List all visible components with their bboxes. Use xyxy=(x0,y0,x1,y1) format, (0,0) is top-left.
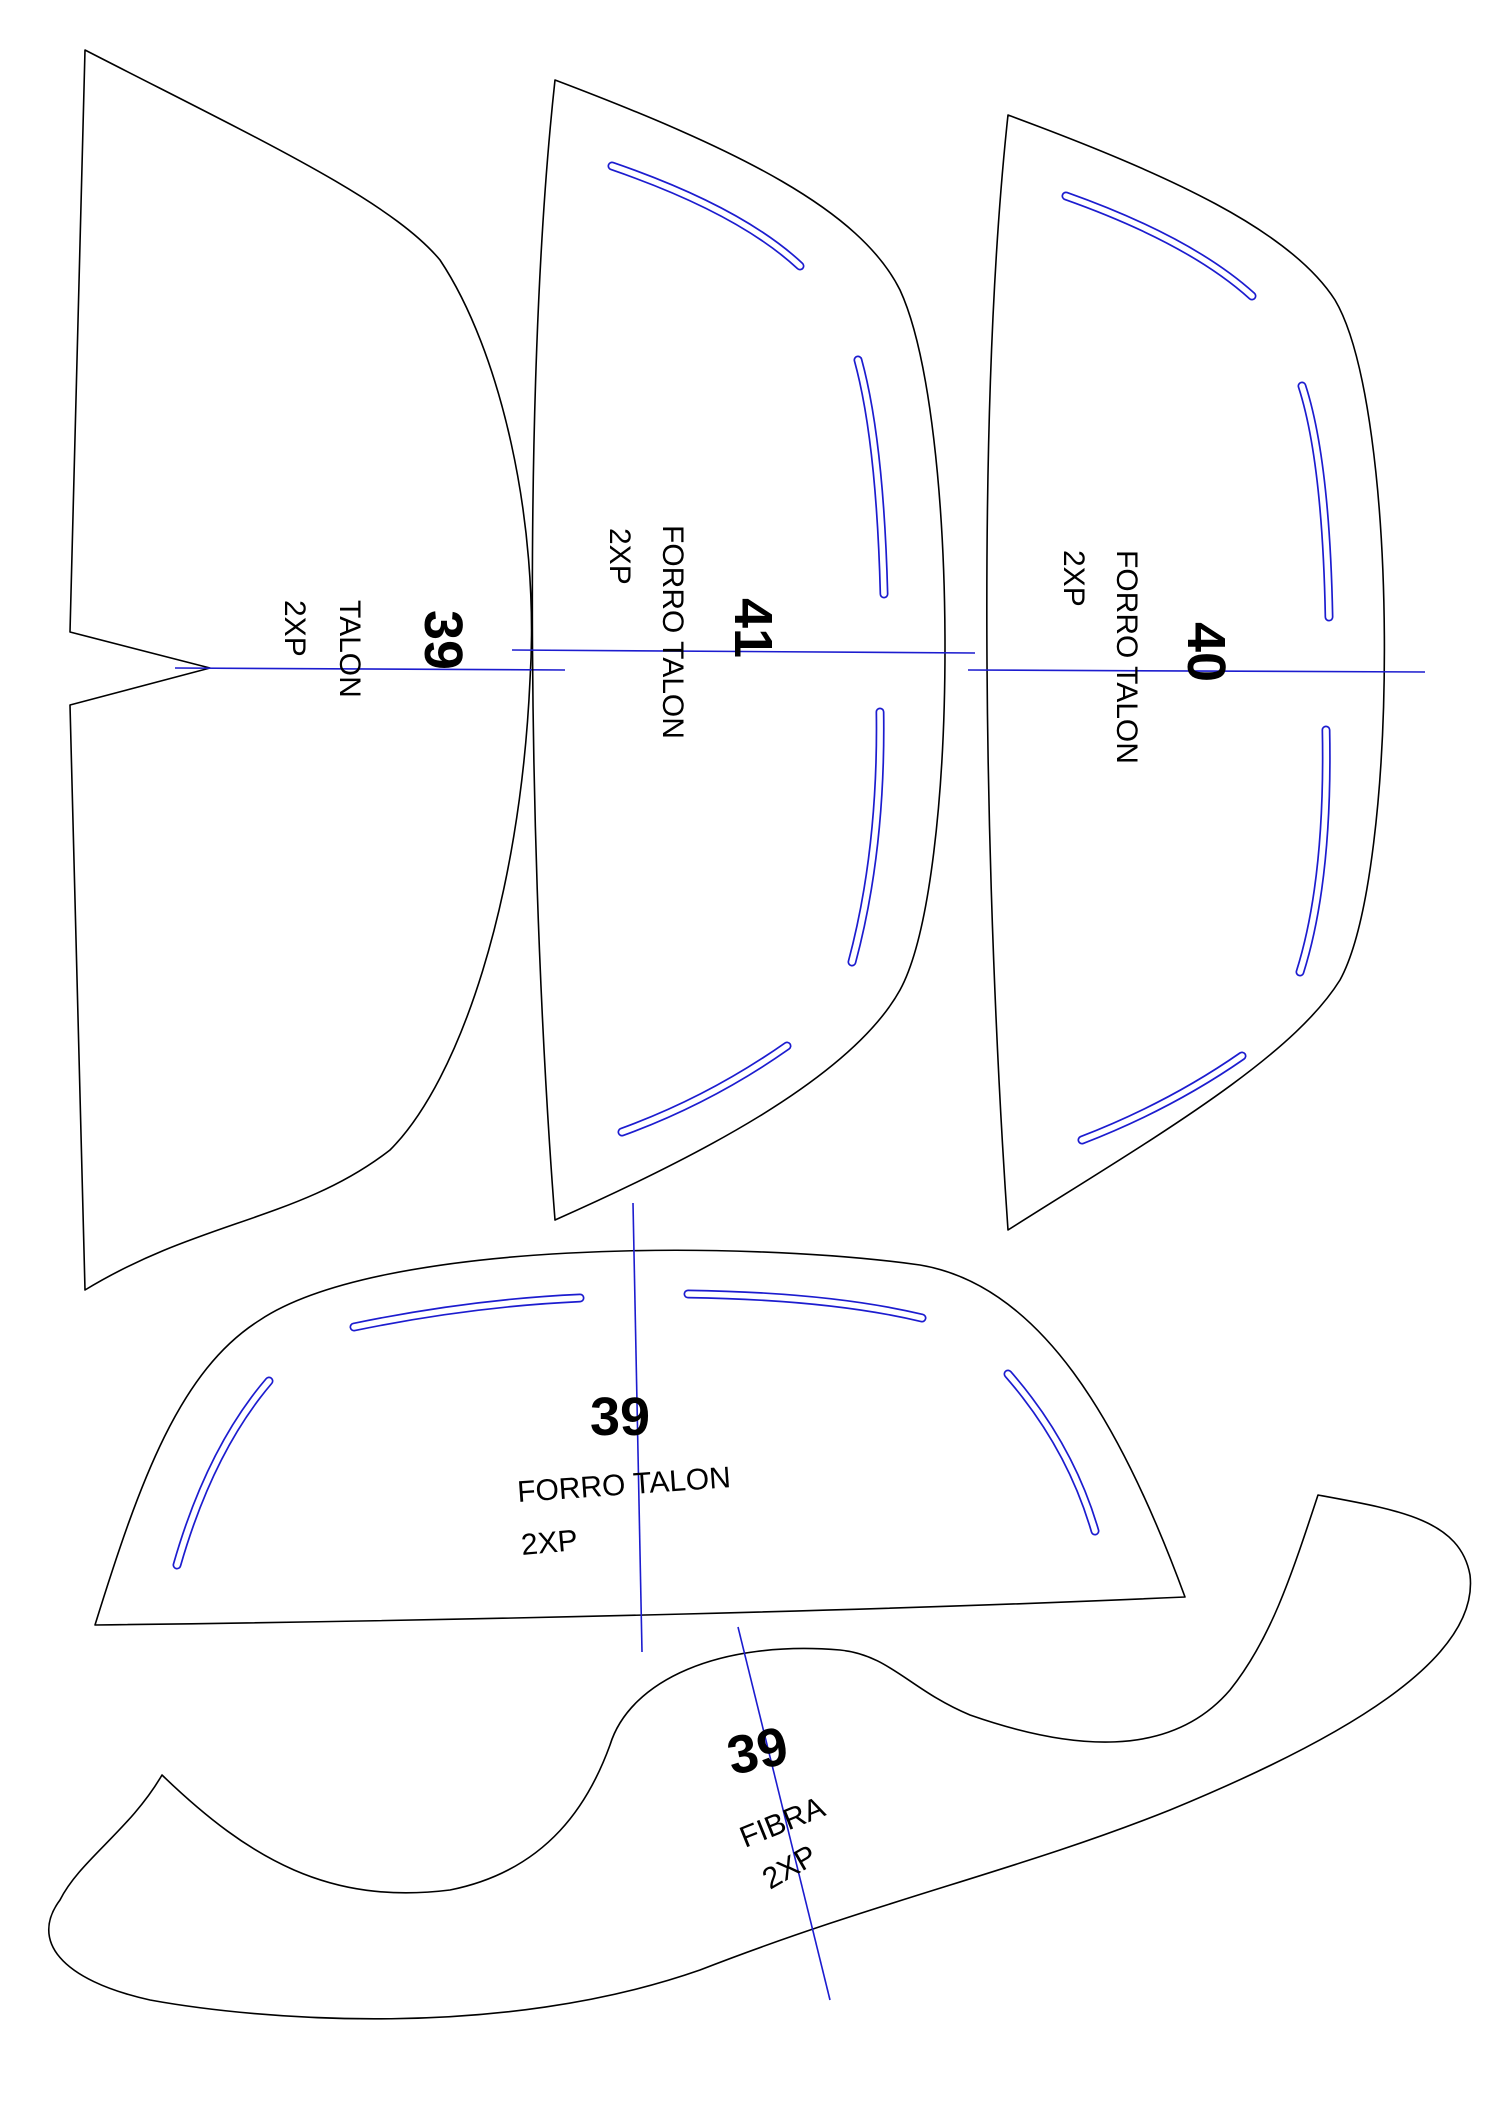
slot-inner xyxy=(619,1043,790,1135)
slot-inner xyxy=(1299,383,1332,620)
forro-talon-39-name: FORRO TALON xyxy=(516,1461,732,1509)
forro-talon-41-qty: 2XP xyxy=(603,528,636,585)
slot xyxy=(172,1376,274,1570)
forro-talon-39-qty: 2XP xyxy=(520,1524,579,1562)
forro-talon-40-number: 40 xyxy=(1176,622,1236,682)
piece-fibra: 39 FIBRA 2XP xyxy=(48,1494,1472,2020)
forro-talon-41-grain-line xyxy=(511,649,976,654)
piece-forro-talon-41: 41 FORRO TALON 2XP xyxy=(511,79,976,1221)
talon-qty: 2XP xyxy=(278,600,311,657)
forro-talon-41-slots xyxy=(607,161,889,1137)
slot-inner xyxy=(1063,193,1255,299)
piece-forro-talon-40: 40 FORRO TALON 2XP xyxy=(967,114,1426,1231)
forro-talon-41-outline xyxy=(531,79,946,1221)
forro-talon-41-number: 41 xyxy=(723,598,783,658)
slot xyxy=(1061,191,1257,301)
forro-talon-40-slots xyxy=(1061,191,1334,1145)
piece-forro-talon-39: 39 FORRO TALON 2XP xyxy=(94,1202,1186,1653)
forro-talon-40-qty: 2XP xyxy=(1057,550,1090,607)
talon-outline xyxy=(69,49,533,1291)
talon-grain-line xyxy=(174,667,566,671)
slot-inner xyxy=(849,709,883,965)
fibra-outline xyxy=(48,1494,1472,2020)
fibra-name: FIBRA xyxy=(735,1791,829,1855)
slot-inner xyxy=(855,357,887,597)
slot xyxy=(1003,1369,1100,1536)
talon-name: TALON xyxy=(333,600,366,698)
forro-talon-39-outline xyxy=(94,1249,1186,1626)
slot-inner xyxy=(1297,727,1330,975)
fibra-number: 39 xyxy=(722,1716,793,1787)
slot-inner xyxy=(174,1378,272,1568)
forro-talon-40-grain-line xyxy=(967,669,1426,673)
forro-talon-39-number: 39 xyxy=(590,1387,650,1447)
talon-number: 39 xyxy=(413,610,473,670)
slot-inner xyxy=(1005,1371,1098,1534)
slot xyxy=(607,161,805,271)
slot-inner xyxy=(1079,1053,1245,1143)
forro-talon-41-name: FORRO TALON xyxy=(656,525,689,739)
forro-talon-39-slots xyxy=(172,1289,1100,1570)
forro-talon-40-outline xyxy=(986,114,1386,1231)
forro-talon-39-grain-line xyxy=(632,1202,643,1653)
slot-inner xyxy=(685,1291,925,1321)
forro-talon-40-name: FORRO TALON xyxy=(1110,550,1143,764)
piece-talon: 39 TALON 2XP xyxy=(69,49,566,1291)
slot-inner xyxy=(351,1295,583,1330)
fibra-qty: 2XP xyxy=(757,1839,823,1896)
fibra-grain-line xyxy=(737,1626,831,2001)
slot xyxy=(617,1041,792,1137)
slot-inner xyxy=(609,163,803,269)
